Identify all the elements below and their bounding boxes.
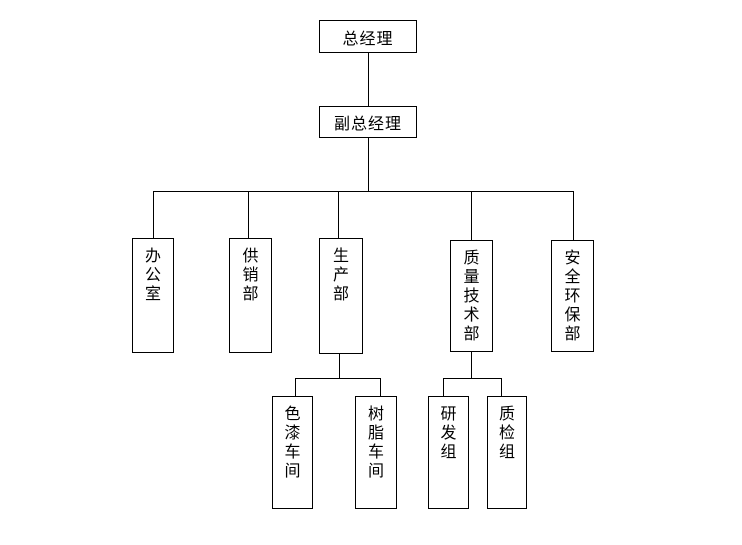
node-label: 总经理 <box>342 28 394 48</box>
node-general-manager: 总经理 <box>319 20 417 53</box>
connector-drop-resin-workshop <box>380 378 381 396</box>
connector-drop-quality-tech <box>471 191 472 240</box>
connector-drop-supply-sales <box>248 191 249 238</box>
node-label: 树脂车间 <box>367 404 384 480</box>
node-quality-tech-dept: 质量技术部 <box>450 240 493 352</box>
connector-drop-production <box>338 191 339 238</box>
node-label: 供销部 <box>242 246 259 303</box>
node-label: 色漆车间 <box>284 404 301 480</box>
connector-drop-paint-workshop <box>295 378 296 396</box>
node-label: 生产部 <box>332 246 349 303</box>
node-production-dept: 生产部 <box>319 238 363 354</box>
node-label: 安全环保部 <box>564 248 581 343</box>
connector-bus-level3 <box>153 191 574 192</box>
node-label: 副总经理 <box>333 114 402 133</box>
connector-bus-quality-children <box>443 378 502 379</box>
connector-drop-office <box>153 191 154 238</box>
connector-gm-dgm <box>368 53 369 106</box>
connector-production-stem <box>339 353 340 378</box>
connector-quality-tech-stem <box>471 352 472 378</box>
node-rd-group: 研发组 <box>428 396 469 509</box>
node-paint-workshop: 色漆车间 <box>272 396 313 509</box>
node-label: 研发组 <box>440 404 457 461</box>
connector-dgm-bus <box>368 138 369 192</box>
connector-drop-rd-group <box>443 378 444 396</box>
node-label: 办公室 <box>144 246 161 303</box>
node-resin-workshop: 树脂车间 <box>355 396 397 509</box>
node-office: 办公室 <box>132 238 174 353</box>
connector-drop-safety-env <box>573 191 574 240</box>
node-supply-sales-dept: 供销部 <box>229 238 272 353</box>
connector-drop-qc-group <box>501 378 502 396</box>
node-label: 质检组 <box>498 404 515 461</box>
node-safety-env-dept: 安全环保部 <box>551 240 594 352</box>
node-label: 质量技术部 <box>463 248 480 343</box>
connector-bus-production-children <box>295 378 381 379</box>
node-qc-group: 质检组 <box>487 396 527 509</box>
node-deputy-general-manager: 副总经理 <box>319 106 417 138</box>
